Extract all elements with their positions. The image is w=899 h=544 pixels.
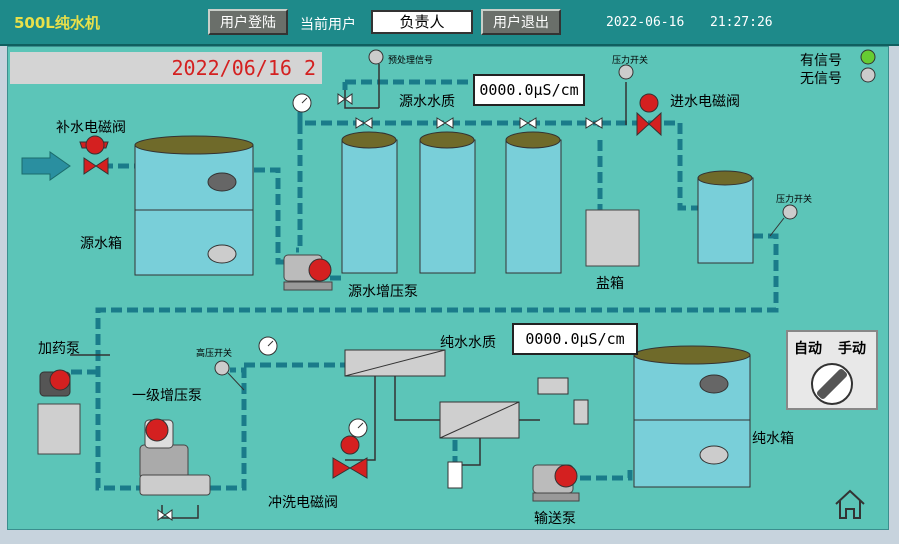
legend-signal-off: 无信号 (800, 71, 842, 87)
raw-water-conductivity: 0000.0μS/cm (473, 74, 585, 106)
label-pretreat-signal: 预处理信号 (388, 56, 434, 66)
header-time: 21:27:26 (710, 15, 773, 30)
selector-knob-icon[interactable] (788, 358, 876, 408)
label-raw-tank: 源水箱 (80, 236, 122, 252)
home-icon[interactable] (832, 488, 868, 522)
header-bar: 500L纯水机 用户登陆 当前用户 负责人 用户退出 2022-06-16 21… (0, 0, 899, 46)
label-pressure-switch-1: 压力开关 (612, 56, 649, 66)
label-pure-water-quality: 纯水水质 (440, 335, 496, 351)
label-pressure-switch-2: 压力开关 (776, 195, 813, 205)
label-raw-boost-pump: 源水增压泵 (348, 284, 418, 300)
mode-auto-label: 自动 (794, 341, 822, 357)
label-delivery-pump: 输送泵 (534, 511, 576, 527)
label-high-pressure-switch: 高压开关 (196, 349, 233, 359)
label-flush-valve: 冲洗电磁阀 (268, 495, 338, 511)
current-user-field: 负责人 (371, 10, 473, 34)
mode-selector[interactable]: 自动 手动 (786, 330, 878, 410)
pure-water-conductivity: 0000.0μS/cm (512, 323, 638, 355)
mode-manual-label: 手动 (838, 341, 866, 357)
app-title: 500L纯水机 (14, 14, 100, 32)
label-salt-tank: 盐箱 (596, 276, 624, 292)
label-raw-water-quality: 源水水质 (399, 94, 455, 110)
header-date: 2022-06-16 (606, 15, 685, 30)
logout-button[interactable]: 用户退出 (481, 9, 561, 35)
legend-signal-on: 有信号 (800, 53, 842, 69)
label-dosing-pump: 加药泵 (38, 341, 80, 357)
label-stage1-pump: 一级增压泵 (132, 388, 202, 404)
current-user-label: 当前用户 (300, 17, 356, 33)
label-inlet-valve: 进水电磁阀 (670, 94, 740, 110)
date-display: 2022/06/16 2 (10, 52, 322, 84)
label-makeup-valve: 补水电磁阀 (56, 120, 126, 136)
login-button[interactable]: 用户登陆 (208, 9, 288, 35)
label-pure-tank: 纯水箱 (752, 431, 794, 447)
